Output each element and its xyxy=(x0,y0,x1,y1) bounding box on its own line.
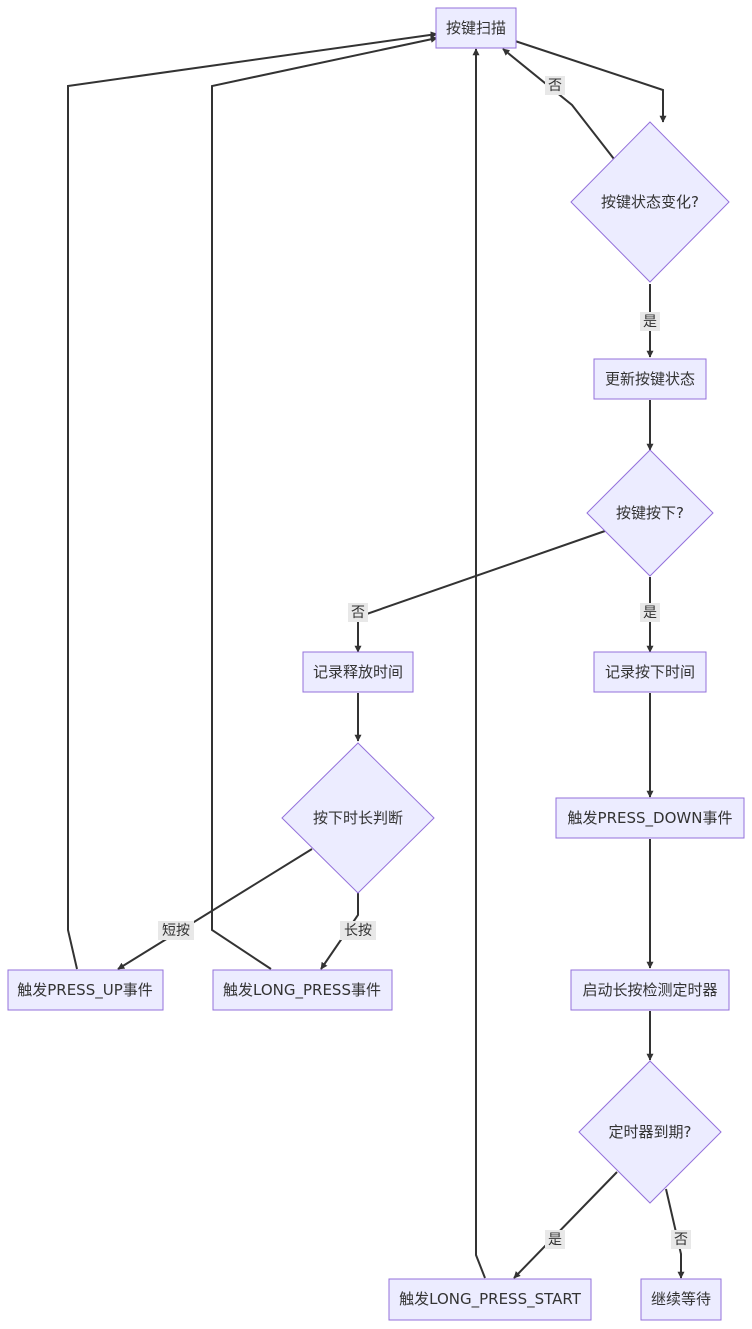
edge-duration-long-to-long-press xyxy=(320,893,359,970)
node-state-changed: 按键状态变化? xyxy=(570,121,730,283)
edge-long-press-to-scan xyxy=(211,35,438,970)
node-duration-judge-label: 按下时长判断 xyxy=(313,809,403,827)
label-pressed-no: 否 xyxy=(351,605,365,621)
node-long-press: 触发LONG_PRESS事件 xyxy=(212,969,393,1011)
node-start-timer-label: 启动长按检测定时器 xyxy=(582,981,717,999)
node-record-press-label: 记录按下时间 xyxy=(605,663,695,681)
label-changed-yes: 是 xyxy=(643,314,657,330)
label-changed-no: 否 xyxy=(548,78,562,94)
node-keep-waiting-label: 继续等待 xyxy=(651,1290,711,1308)
edge-timer-no-to-keep-waiting xyxy=(665,1188,685,1279)
node-record-release-label: 记录释放时间 xyxy=(313,663,403,681)
node-key-scan-label: 按键扫描 xyxy=(446,19,506,37)
node-pressed-label: 按键按下? xyxy=(616,504,684,522)
node-record-release: 记录释放时间 xyxy=(302,651,414,693)
label-short-press: 短按 xyxy=(162,923,190,939)
label-timer-no: 否 xyxy=(674,1232,688,1248)
label-timer-yes: 是 xyxy=(548,1232,562,1248)
edge-state-changed-no-to-scan xyxy=(502,48,615,160)
node-key-scan: 按键扫描 xyxy=(435,7,517,49)
node-timer-expired-label: 定时器到期? xyxy=(609,1123,692,1141)
node-press-down: 触发PRESS_DOWN事件 xyxy=(555,797,745,839)
node-duration-judge: 按下时长判断 xyxy=(281,742,435,894)
node-keep-waiting: 继续等待 xyxy=(640,1278,722,1321)
node-update-state-label: 更新按键状态 xyxy=(605,370,695,388)
edge-duration-short-to-press-up xyxy=(117,848,313,970)
node-pressed: 按键按下? xyxy=(586,449,714,577)
node-timer-expired: 定时器到期? xyxy=(578,1060,722,1204)
edge-long-press-start-to-scan xyxy=(472,48,486,1279)
node-state-changed-label: 按键状态变化? xyxy=(601,193,699,211)
node-record-press: 记录按下时间 xyxy=(593,651,707,693)
edge-timer-yes-to-long-press-start xyxy=(513,1171,618,1279)
nodes: 按键扫描 按键状态变化? 更新按键状态 按键按下? 记录释放时间 记录按下时间 … xyxy=(7,7,745,1321)
node-long-press-start-label: 触发LONG_PRESS_START xyxy=(399,1290,582,1309)
edge-press-up-to-scan xyxy=(67,31,438,970)
edge-scan-to-state-changed xyxy=(514,40,667,123)
node-update-state: 更新按键状态 xyxy=(593,358,707,400)
node-long-press-start: 触发LONG_PRESS_START xyxy=(388,1278,592,1321)
edge-labels: 否 是 否 是 短按 长按 是 否 xyxy=(158,76,691,1249)
label-long-press: 长按 xyxy=(344,923,372,939)
node-start-timer: 启动长按检测定时器 xyxy=(570,969,730,1011)
node-press-up-label: 触发PRESS_UP事件 xyxy=(17,981,153,1000)
node-long-press-label: 触发LONG_PRESS事件 xyxy=(223,981,381,1000)
label-pressed-yes: 是 xyxy=(643,605,657,621)
node-press-up: 触发PRESS_UP事件 xyxy=(7,969,164,1011)
edge-pressed-no-to-record-release xyxy=(354,530,606,653)
node-press-down-label: 触发PRESS_DOWN事件 xyxy=(568,809,733,828)
